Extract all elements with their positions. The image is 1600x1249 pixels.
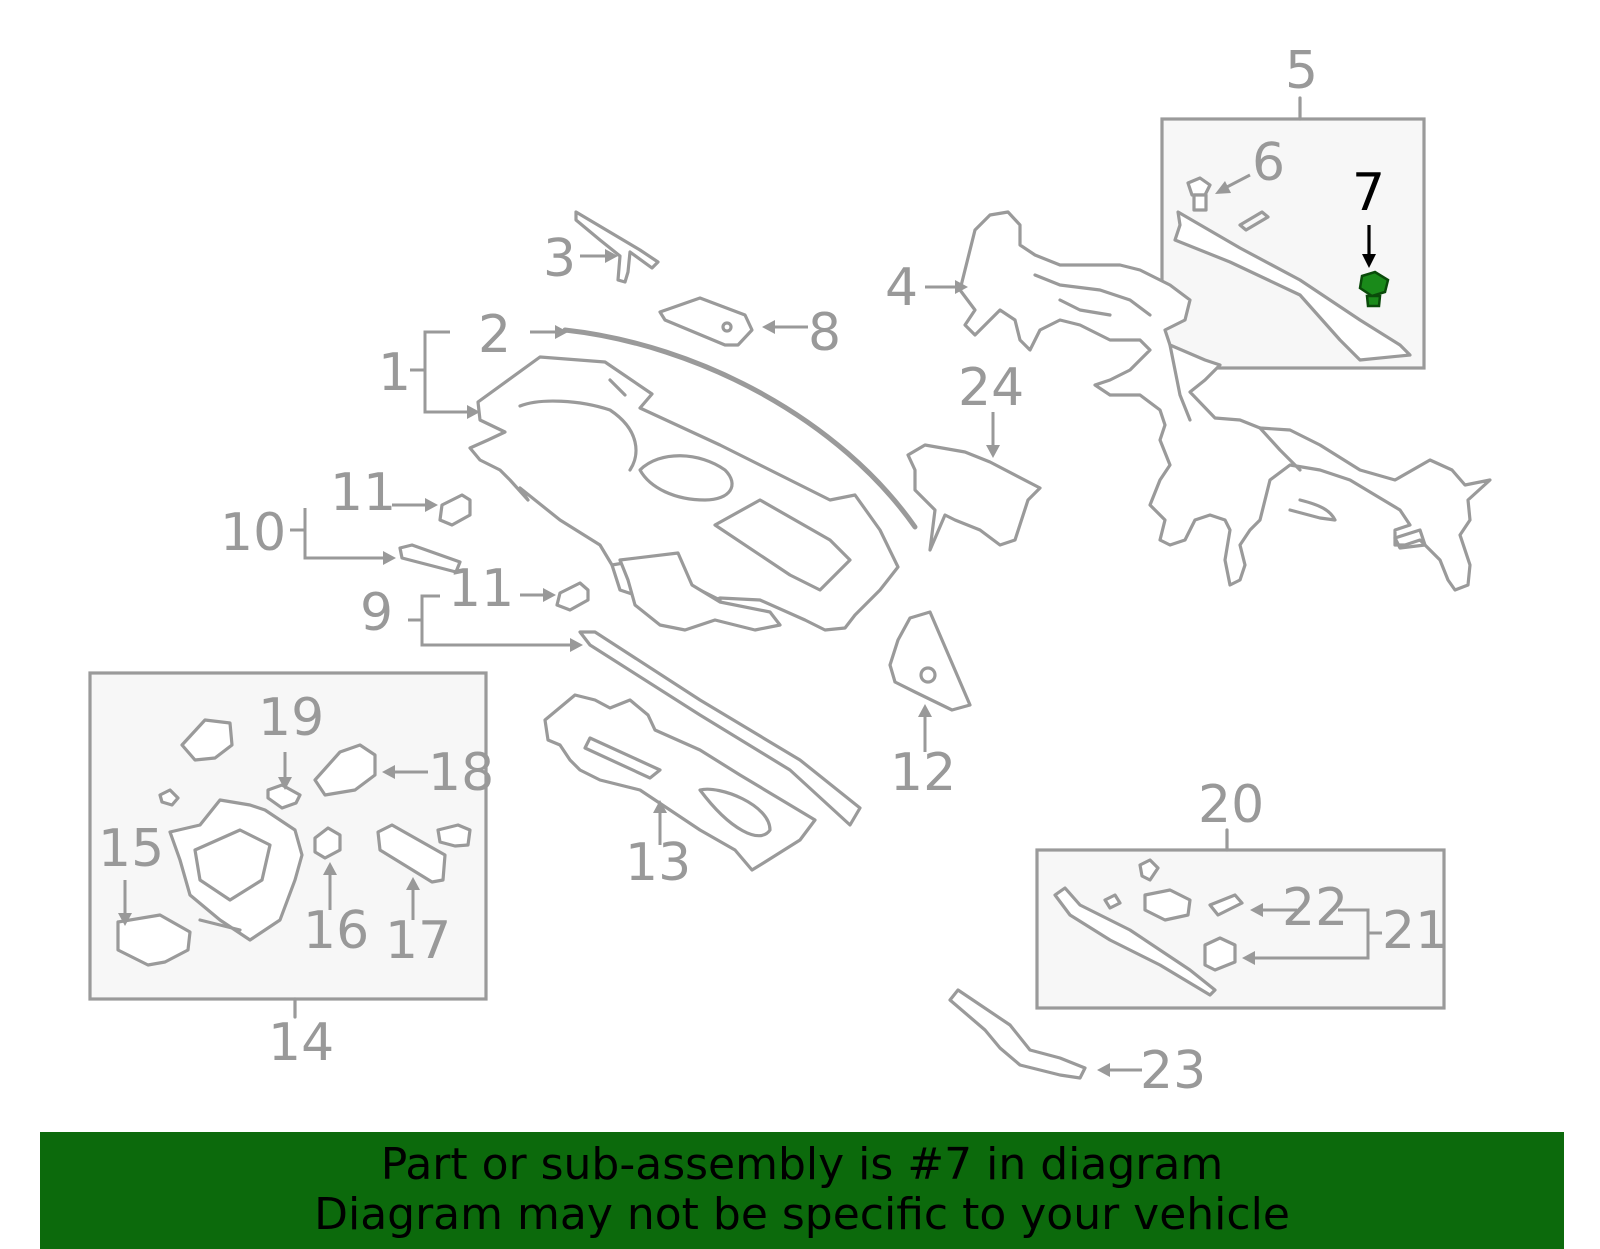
- part-23-strip: [948, 988, 1087, 1080]
- part-20-block: [1143, 888, 1192, 922]
- part-19-clip: [266, 783, 302, 810]
- part-14-cluster-panel: [168, 798, 304, 942]
- label-20: 20: [1198, 775, 1264, 835]
- label-5: 5: [1285, 41, 1318, 101]
- part-17-switch: [376, 823, 447, 884]
- part-11-clip-lower: [555, 581, 590, 612]
- label-8: 8: [808, 303, 841, 363]
- part-21-clip: [1203, 936, 1237, 972]
- label-11-lower: 11: [448, 559, 514, 619]
- part-screw-left: [158, 788, 180, 807]
- part-6-bolt: [1186, 176, 1212, 212]
- label-1: 1: [378, 343, 411, 403]
- info-banner: Part or sub-assembly is #7 in diagram Di…: [40, 1132, 1564, 1249]
- part-15-bracket: [116, 913, 192, 967]
- label-18: 18: [428, 743, 494, 803]
- label-13: 13: [625, 833, 691, 893]
- label-11-upper: 11: [330, 463, 396, 523]
- label-23: 23: [1140, 1041, 1206, 1101]
- part-4-reinforcement-beam: [958, 210, 1492, 592]
- label-16: 16: [303, 901, 369, 961]
- label-10: 10: [220, 503, 286, 563]
- label-2: 2: [478, 305, 511, 365]
- label-22: 22: [1282, 878, 1348, 938]
- part-18-vent: [313, 743, 377, 797]
- label-19: 19: [258, 688, 324, 748]
- label-3: 3: [543, 229, 576, 289]
- part-7-clip: [1358, 270, 1390, 308]
- part-10-piece: [398, 543, 462, 574]
- part-24-airbag: [906, 443, 1042, 552]
- label-7: 7: [1352, 163, 1385, 223]
- label-4: 4: [885, 258, 918, 318]
- part-13-under-cover: [543, 693, 817, 872]
- leader-lines: [118, 173, 1382, 1077]
- banner-line-2: Diagram may not be specific to your vehi…: [314, 1189, 1290, 1240]
- part-screw-right: [436, 823, 472, 848]
- part-20-screw: [1103, 893, 1122, 910]
- part-9-strip: [578, 630, 862, 827]
- label-12: 12: [890, 743, 956, 803]
- part-11-clip-upper: [438, 493, 472, 527]
- part-8-panel: [658, 296, 754, 347]
- label-6: 6: [1252, 133, 1285, 193]
- part-12-cover: [888, 610, 972, 712]
- part-22-pin: [1208, 893, 1244, 917]
- label-14: 14: [268, 1013, 334, 1073]
- part-20-bracket: [1053, 886, 1217, 997]
- label-17: 17: [385, 911, 451, 971]
- label-24: 24: [958, 358, 1024, 418]
- part-3-bracket: [574, 210, 660, 284]
- label-9: 9: [360, 583, 393, 643]
- label-15: 15: [98, 819, 164, 879]
- banner-line-1: Part or sub-assembly is #7 in diagram: [380, 1139, 1224, 1190]
- part-2-strip: [562, 327, 918, 530]
- part-20-bolt: [1138, 858, 1160, 882]
- part-upper-vent: [180, 718, 234, 762]
- part-16-clip: [313, 826, 342, 860]
- label-21: 21: [1382, 901, 1448, 961]
- part-5-bar: [1173, 210, 1412, 362]
